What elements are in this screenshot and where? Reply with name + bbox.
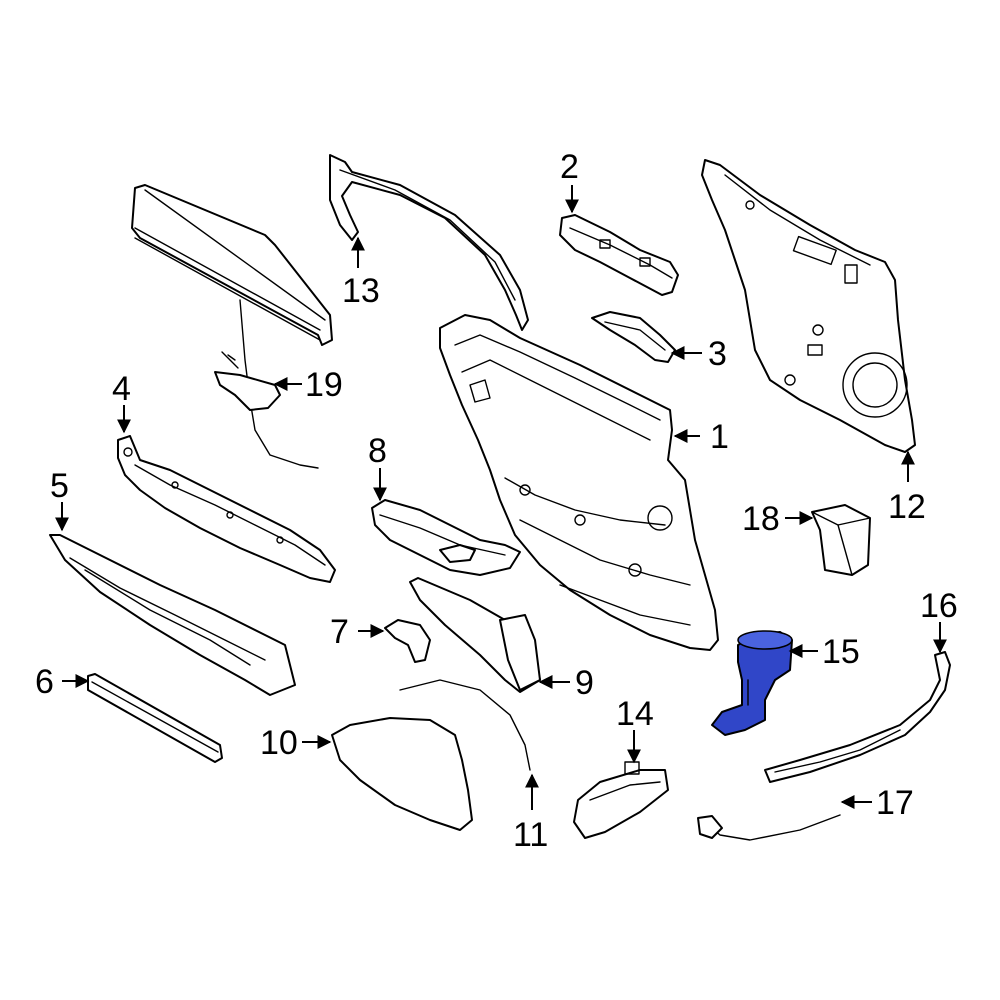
part-7-clip[interactable]	[384, 619, 431, 663]
callout-19: 19	[273, 366, 343, 404]
svg-text:5: 5	[50, 467, 69, 505]
svg-text:10: 10	[260, 724, 298, 762]
callout-2: 2	[560, 148, 579, 214]
part-19-sunshade[interactable]	[131, 184, 333, 469]
svg-text:1: 1	[710, 418, 729, 456]
callout-10: 10	[260, 724, 332, 762]
callout-3: 3	[670, 335, 727, 373]
callout-16: 16	[920, 587, 958, 654]
svg-text:7: 7	[330, 613, 349, 651]
callout-18: 18	[742, 500, 814, 538]
part-2-switch-bracket[interactable]	[559, 214, 679, 296]
part-16-sill-strip[interactable]	[764, 651, 951, 783]
svg-text:12: 12	[888, 488, 926, 526]
svg-text:9: 9	[575, 664, 594, 702]
callout-9: 9	[538, 664, 594, 702]
callout-6: 6	[35, 663, 90, 701]
callout-14: 14	[616, 695, 654, 764]
callout-15: 15	[788, 633, 860, 671]
callout-12: 12	[888, 450, 926, 526]
part-8-pull-handle[interactable]	[371, 499, 521, 576]
part-3-handle-bracket[interactable]	[591, 311, 676, 363]
part-4-carrier-bracket[interactable]	[117, 435, 336, 583]
part-13-window-trim[interactable]	[329, 154, 529, 331]
callout-8: 8	[368, 432, 387, 502]
callout-13: 13	[342, 236, 380, 310]
svg-text:18: 18	[742, 500, 780, 538]
svg-text:4: 4	[112, 370, 131, 408]
part-1-door-panel[interactable]	[439, 314, 719, 651]
part-12-water-shield[interactable]	[701, 159, 916, 453]
callout-4: 4	[112, 370, 131, 434]
part-14-switch-housing[interactable]	[573, 761, 669, 839]
svg-text:6: 6	[35, 663, 54, 701]
callout-5: 5	[50, 467, 69, 532]
svg-text:16: 16	[920, 587, 958, 625]
svg-text:11: 11	[513, 816, 548, 854]
part-18-cup-insert[interactable]	[811, 504, 871, 576]
svg-text:17: 17	[876, 784, 914, 822]
part-9-map-pocket[interactable]	[409, 577, 541, 693]
svg-text:2: 2	[560, 148, 579, 186]
svg-text:14: 14	[616, 695, 654, 733]
part-11-trim-wire[interactable]	[399, 679, 531, 771]
part-6-trim-bar[interactable]	[87, 673, 223, 763]
part-10-speaker-grille[interactable]	[331, 717, 473, 831]
svg-text:3: 3	[708, 335, 727, 373]
callout-1: 1	[673, 418, 729, 456]
callout-7: 7	[330, 613, 385, 651]
part-15-highlighted-part[interactable]	[711, 630, 793, 736]
svg-text:19: 19	[305, 366, 343, 404]
callout-17: 17	[840, 784, 914, 822]
part-5-trim-panel[interactable]	[49, 534, 296, 696]
svg-text:13: 13	[342, 272, 380, 310]
part-17-wire-harness[interactable]	[697, 814, 841, 841]
callout-11: 11	[513, 773, 548, 854]
svg-text:8: 8	[368, 432, 387, 470]
svg-text:15: 15	[822, 633, 860, 671]
